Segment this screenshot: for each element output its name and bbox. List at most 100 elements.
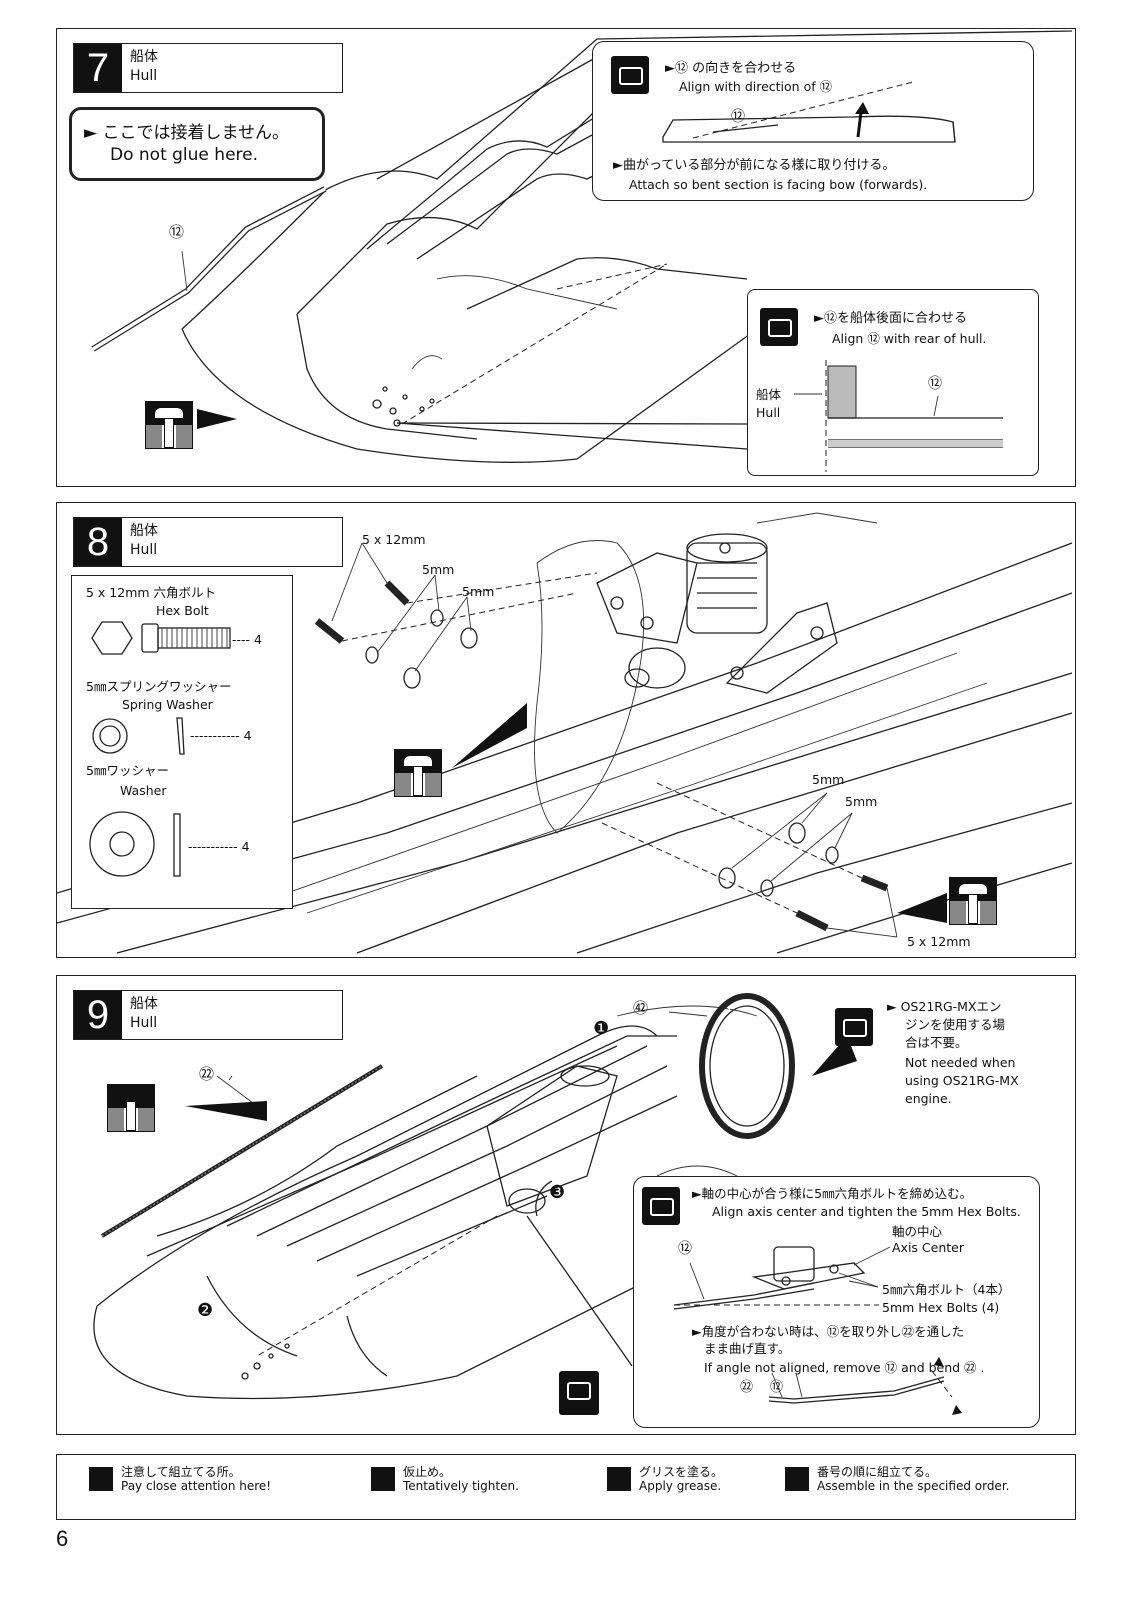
grease-icon: [107, 1084, 155, 1132]
os-note-l1: ► OS21RG-MXエン: [887, 999, 1002, 1014]
direction-callout: ►⑫ の向きを合わせる Align with direction of ⑫ ⑫ …: [592, 41, 1034, 201]
part-42-label: ㊷: [633, 999, 649, 1017]
parts-list-box: 5 x 12mm 六角ボルト Hex Bolt ---- 4 5㎜スプリングワッ…: [71, 575, 293, 909]
legend-en: Assemble in the specified order.: [817, 1479, 1010, 1493]
part-12-label: ⑫: [169, 223, 185, 241]
axis-center-ja: 軸の中心: [892, 1224, 943, 1239]
step-number: 7: [74, 44, 122, 92]
order-icon: [785, 1467, 809, 1491]
callout-line2-en: Attach so bent section is facing bow (fo…: [629, 177, 928, 192]
tentative-bolt-icon: [394, 749, 442, 797]
os-note-l3: 合は不要。: [905, 1035, 968, 1050]
part-12-rear: ⑫: [928, 376, 942, 392]
bolt-part-en: Hex Bolt: [156, 603, 209, 618]
legend-en: Apply grease.: [639, 1479, 722, 1493]
washer-ja: 5㎜ワッシャー: [86, 763, 169, 778]
washer-qty: ----------- 4: [188, 839, 250, 854]
step-7-panel: 7 船体 Hull ► ここでは接着しません。 Do not glue here…: [56, 28, 1076, 487]
angle-note-en: If angle not aligned, remove ⑫ and bend …: [704, 1360, 985, 1375]
washer-label-a: 5mm: [422, 562, 455, 577]
step-8-header: 8 船体 Hull: [73, 517, 343, 567]
step-number: 9: [74, 991, 122, 1039]
washer-label-c: 5mm: [812, 772, 845, 787]
bolt-qty: ---- 4: [232, 632, 262, 647]
os-note-l5: using OS21RG-MX: [905, 1073, 1019, 1088]
grease-icon: [607, 1467, 631, 1491]
rear-line1-en: Align ⑫ with rear of hull.: [832, 331, 987, 346]
bolt-label-b: 5 x 12mm: [907, 934, 971, 949]
legend-ja: グリスを塗る。: [639, 1465, 724, 1479]
parts-illustrations: [89, 621, 231, 877]
part-72-label: ㉒: [199, 1065, 215, 1083]
do-not-glue-note: ► ここでは接着しません。 Do not glue here.: [69, 107, 325, 181]
hex-bolts-ja: 5㎜六角ボルト（4本）: [882, 1282, 1011, 1297]
hull-label-en: Hull: [756, 405, 781, 420]
legend-en: Pay close attention here!: [121, 1479, 272, 1493]
legend-item: グリスを塗る。 Apply grease.: [607, 1465, 723, 1493]
pointing-hand-icon: [89, 1467, 113, 1491]
order-icon: [559, 1371, 599, 1415]
spring-washer-ja: 5㎜スプリングワッシャー: [86, 679, 232, 694]
step-8-panel: 8 船体 Hull 5 x 12mm 六角ボルト Hex Bolt ---- 4…: [56, 502, 1076, 958]
tentative-bolt-icon: [949, 877, 997, 925]
washer-label-b: 5mm: [462, 584, 495, 599]
step-title-en: Hull: [130, 68, 158, 84]
axis-line1-en: Align axis center and tighten the 5mm He…: [712, 1204, 1021, 1219]
step-number: 8: [74, 518, 122, 566]
angle-note-ja-2: まま曲げ直す。: [704, 1341, 791, 1356]
rear-align-diagram: [794, 360, 1003, 472]
spring-washer-qty: ----------- 4: [190, 728, 252, 743]
pointing-hand-icon: [760, 308, 798, 346]
os-note-l4: Not needed when: [905, 1055, 1016, 1070]
pointing-hand-icon: [611, 56, 649, 94]
part-12-axis: ⑫: [678, 1241, 692, 1257]
step-7-header: 7 船体 Hull: [73, 43, 343, 93]
bolt-label-a: 5 x 12mm: [362, 532, 426, 547]
step-title-ja: 船体: [130, 49, 158, 65]
rear-align-callout: ►⑫を船体後面に合わせる Align ⑫ with rear of hull. …: [747, 289, 1039, 476]
callout-line2-ja: ►曲がっている部分が前になる様に取り付ける。: [613, 158, 896, 173]
callout-line1-en: Align with direction of ⑫: [679, 79, 833, 94]
warning-en: Do not glue here.: [110, 145, 259, 165]
axis-align-callout: ►軸の中心が合う様に5㎜六角ボルトを締め込む。 Align axis cente…: [633, 1176, 1040, 1428]
axis-diagram: [673, 1246, 962, 1415]
washer-en: Washer: [120, 783, 167, 798]
bolt-part-ja: 5 x 12mm 六角ボルト: [86, 585, 217, 600]
step-9-panel: 9 船体 Hull ㉒ ㊷ ❶ ❷ ❸ ► OS21RG-MXエン ジンを使用す…: [56, 975, 1076, 1435]
legend-ja: 仮止め。: [403, 1465, 452, 1479]
step-title-en: Hull: [130, 542, 158, 558]
pointing-hand-icon: [835, 1008, 873, 1046]
tentative-bolt-icon: [371, 1467, 395, 1491]
tentative-bolt-icon: [145, 401, 193, 449]
rear-line1-ja: ►⑫を船体後面に合わせる: [814, 311, 967, 326]
hull-label-ja: 船体: [756, 387, 782, 402]
legend-ja: 番号の順に組立てる。: [817, 1465, 938, 1479]
axis-center-en: Axis Center: [892, 1240, 964, 1255]
os-note-l2: ジンを使用する場: [905, 1017, 1006, 1032]
spring-washer-en: Spring Washer: [122, 697, 213, 712]
legend-item: 注意して組立てる所。 Pay close attention here!: [89, 1465, 271, 1493]
page-number: 6: [56, 1526, 69, 1551]
step-title-ja: 船体: [130, 996, 158, 1012]
part-12-small: ⑫: [731, 109, 745, 125]
hull-engine-drawing-step8: [57, 512, 1073, 954]
step-title-ja: 船体: [130, 523, 158, 539]
washer-label-d: 5mm: [845, 794, 878, 809]
step-title-en: Hull: [130, 1015, 158, 1031]
os-note-l6: engine.: [905, 1091, 952, 1106]
hex-bolts-en: 5mm Hex Bolts (4): [882, 1300, 1000, 1315]
legend-item: 仮止め。 Tentatively tighten.: [371, 1465, 519, 1493]
step-9-header: 9 船体 Hull: [73, 990, 343, 1040]
sequence-2: ❷: [197, 1300, 214, 1321]
angle-note-ja: ►角度が合わない時は、⑫を取り外し㉒を通した: [692, 1324, 965, 1339]
axis-line1-ja: ►軸の中心が合う様に5㎜六角ボルトを締め込む。: [692, 1186, 973, 1201]
legend-item: 番号の順に組立てる。 Assemble in the specified ord…: [785, 1465, 1009, 1493]
rod-direction-diagram: [662, 81, 956, 143]
sequence-1: ❶: [593, 1018, 610, 1039]
hull-drive-drawing-step9: [93, 993, 857, 1400]
legend-en: Tentatively tighten.: [403, 1479, 519, 1493]
legend-ja: 注意して組立てる所。: [121, 1465, 241, 1479]
sequence-3: ❸: [549, 1182, 566, 1203]
callout-line1-ja: ►⑫ の向きを合わせる: [665, 61, 797, 76]
warning-ja: ► ここでは接着しません。: [84, 123, 289, 143]
